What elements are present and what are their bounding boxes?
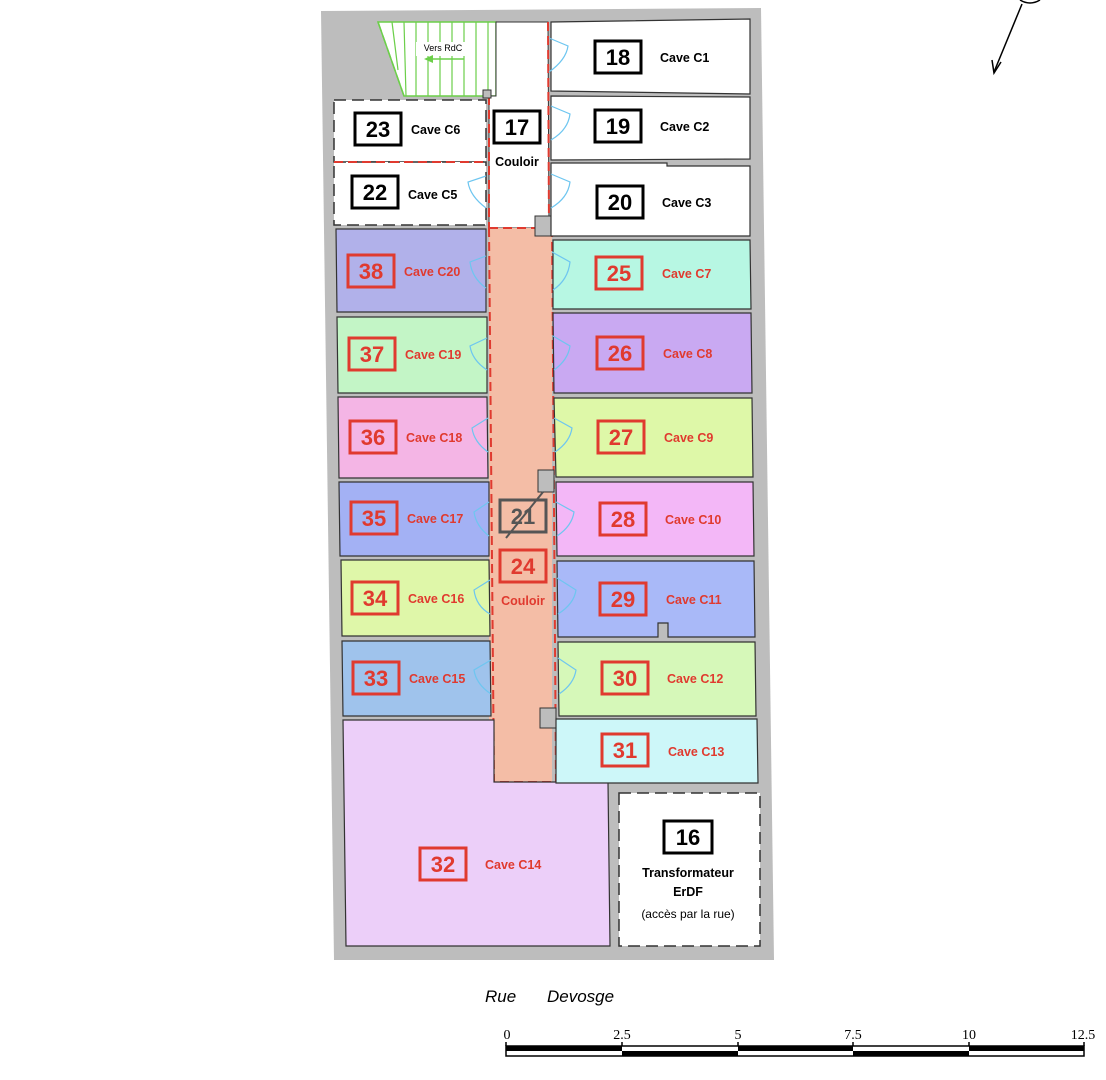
room-number-20: 20: [608, 190, 632, 215]
room-number-16: 16: [676, 825, 700, 850]
street-name-rue: Rue: [485, 987, 516, 1006]
room-number-23: 23: [366, 117, 390, 142]
room-number-21: 21: [511, 504, 535, 529]
room-c20: [335, 228, 487, 313]
room-number-34: 34: [363, 586, 388, 611]
room-number-37: 37: [360, 342, 384, 367]
transformer-subtitle: ErDF: [673, 885, 703, 899]
room-c5: [333, 161, 487, 226]
room-label-c3: Cave C3: [662, 196, 711, 210]
transformer-note: (accès par la rue): [641, 907, 734, 921]
room-label-c2: Cave C2: [660, 120, 709, 134]
room-label-c18: Cave C18: [406, 431, 462, 445]
room-label-c19: Cave C19: [405, 348, 461, 362]
doors: [467, 37, 577, 695]
room-c7: [552, 239, 752, 310]
room-label-c16: Cave C16: [408, 592, 464, 606]
room-number-36: 36: [361, 425, 385, 450]
room-c15: [341, 640, 492, 717]
room-number-38: 38: [359, 259, 383, 284]
scale-bar: 0 2.5 5 7.5 10 12.5: [504, 1028, 1096, 1057]
room-c10: [555, 481, 755, 557]
room-number-33: 33: [364, 666, 388, 691]
room-transformer: [618, 792, 761, 947]
room-label-c6: Cave C6: [411, 123, 460, 137]
room-c2: [550, 95, 751, 161]
room-label-c15: Cave C15: [409, 672, 465, 686]
stairs-label: Vers RdC: [424, 43, 463, 53]
room-number-32: 32: [431, 852, 455, 877]
room-c9: [553, 397, 754, 478]
room-label-c13: Cave C13: [668, 745, 724, 759]
scale-tick-0: 0: [504, 1028, 511, 1043]
room-c1: [550, 18, 751, 95]
room-number-28: 28: [611, 507, 635, 532]
scale-tick-10: 10: [962, 1028, 976, 1043]
stairs: Vers RdC: [376, 21, 497, 97]
room-label-c14: Cave C14: [485, 858, 541, 872]
room-label-c5: Cave C5: [408, 188, 457, 202]
scale-tick-12-5: 12.5: [1071, 1028, 1096, 1043]
room-number-17: 17: [505, 115, 529, 140]
room-label-c12: Cave C12: [667, 672, 723, 686]
room-label-c1: Cave C1: [660, 51, 709, 65]
scale-tick-5: 5: [735, 1028, 742, 1043]
room-label-c8: Cave C8: [663, 347, 712, 361]
room-label-c17: Cave C17: [407, 512, 463, 526]
room-number-29: 29: [611, 587, 635, 612]
room-number-27: 27: [609, 425, 633, 450]
room-number-30: 30: [613, 666, 637, 691]
room-label-c10: Cave C10: [665, 513, 721, 527]
room-c12: [557, 641, 757, 717]
room-number-25: 25: [607, 261, 631, 286]
couloir-top-label: Couloir: [495, 155, 539, 169]
transformer-title: Transformateur: [642, 866, 734, 880]
room-c8: [552, 312, 753, 394]
scale-tick-7-5: 7.5: [844, 1028, 862, 1043]
room-number-24: 24: [511, 554, 536, 579]
crossed-out-mark: [505, 491, 544, 539]
room-number-22: 22: [363, 180, 387, 205]
room-c11: [556, 560, 756, 638]
room-label-c20: Cave C20: [404, 265, 460, 279]
room-number-26: 26: [608, 341, 632, 366]
room-number-18: 18: [606, 45, 630, 70]
room-label-c7: Cave C7: [662, 267, 711, 281]
room-c16: [340, 559, 491, 637]
room-number-19: 19: [606, 114, 630, 139]
room-c19: [336, 316, 488, 394]
room-number-31: 31: [613, 738, 637, 763]
street-name-devosge: Devosge: [547, 987, 614, 1006]
room-label-c11: Cave C11: [666, 593, 722, 607]
room-c3: [550, 162, 751, 237]
room-number-35: 35: [362, 506, 386, 531]
couloir-main-label: Couloir: [501, 594, 545, 608]
room-number-boxes: [346, 39, 714, 882]
room-c13: [555, 718, 759, 784]
north-arrow: [991, 0, 1041, 76]
room-label-c9: Cave C9: [664, 431, 713, 445]
room-c18: [337, 396, 489, 479]
scale-tick-2-5: 2.5: [613, 1028, 631, 1043]
room-c6: [333, 99, 487, 163]
